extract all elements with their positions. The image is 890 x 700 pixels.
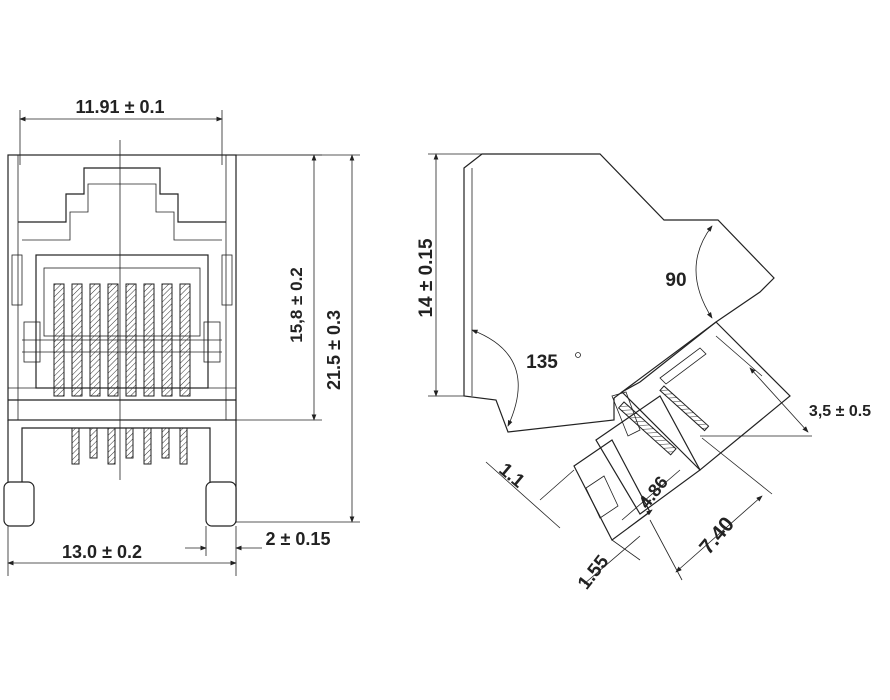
contact-pin <box>71 283 83 397</box>
dim-height-inner: 15,8 ± 0.2 <box>236 154 322 421</box>
contact-pin <box>89 283 101 397</box>
dim-1-55-label: 1.55 <box>574 551 614 593</box>
dim-1-1: 1.1 <box>485 459 575 529</box>
mounting-tab-left <box>3 481 35 527</box>
solder-leg <box>161 427 170 459</box>
side-view: 14 ± 0.15 90 135 3,5 ± 0.5 1.1 <box>416 153 871 594</box>
dim-3-5: 3,5 ± 0.5 <box>700 335 871 437</box>
solder-leg <box>143 427 152 465</box>
solder-leg <box>89 427 98 459</box>
solder-leg <box>71 427 80 465</box>
contact-pins <box>53 283 191 397</box>
contact-pin <box>53 283 65 397</box>
front-view: 11.91 ± 0.1 13.0 ± 0.2 2 ± 0.15 15,8 ± 0… <box>3 97 360 576</box>
dim-tab-width-label: 2 ± 0.15 <box>266 529 331 549</box>
side-hatched-strip <box>617 401 677 456</box>
solder-leg <box>107 427 116 465</box>
dim-height-inner-label: 15,8 ± 0.2 <box>287 267 306 343</box>
contact-pin <box>143 283 155 397</box>
contact-pin <box>179 283 191 397</box>
dim-bottom-width-label: 13.0 ± 0.2 <box>62 542 142 562</box>
dim-7-40: 7.40 <box>649 437 773 581</box>
side-hatched-strip <box>659 385 710 432</box>
dim-top-width-label: 11.91 ± 0.1 <box>76 97 165 117</box>
contact-pin <box>107 283 119 397</box>
dim-tab-width: 2 ± 0.15 <box>185 526 330 556</box>
angle-135-label: 135 <box>526 352 558 373</box>
dim-top-width: 11.91 ± 0.1 <box>19 97 223 165</box>
angle-90-label: 90 <box>665 270 686 291</box>
solder-legs <box>71 427 188 465</box>
dim-height-total-label: 21.5 ± 0.3 <box>324 310 344 390</box>
dim-7-40-label: 7.40 <box>695 513 739 559</box>
dim-bottom-width: 13.0 ± 0.2 <box>7 526 237 576</box>
side-body-outline <box>463 153 775 433</box>
dim-height-total: 21.5 ± 0.3 <box>236 154 360 523</box>
side-front-block <box>573 321 791 541</box>
center-mark <box>575 352 581 358</box>
dim-side-height-label: 14 ± 0.15 <box>416 238 437 318</box>
dim-4-86-label: 4.86 <box>635 472 672 512</box>
dim-3-5-label: 3,5 ± 0.5 <box>809 403 871 420</box>
dim-1-1-label: 1.1 <box>495 459 529 492</box>
mounting-tab-right <box>205 481 237 527</box>
contact-pin <box>161 283 173 397</box>
dim-1-55: 1.55 <box>574 535 641 594</box>
angle-135: 135 <box>471 329 558 427</box>
dim-side-height: 14 ± 0.15 <box>416 153 482 397</box>
housing-outline <box>7 154 237 523</box>
solder-leg <box>125 427 134 459</box>
solder-leg <box>179 427 188 465</box>
contact-pin <box>125 283 137 397</box>
angle-90: 90 <box>665 225 713 319</box>
